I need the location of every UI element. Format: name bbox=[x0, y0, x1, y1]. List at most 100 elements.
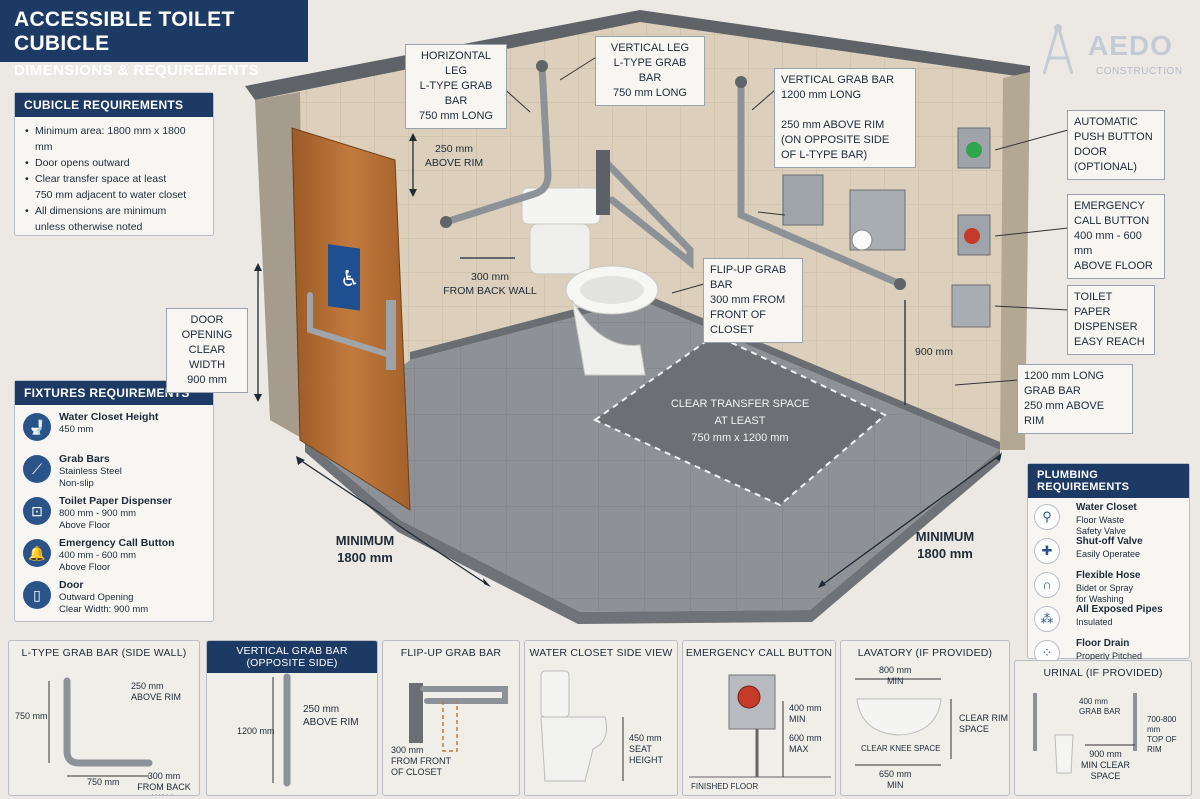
text-line: CLEAR RIM bbox=[959, 713, 1009, 723]
text-line: 250 mm ABOVE RIM bbox=[1024, 400, 1105, 427]
text-line: L-TYPE GRAB BAR bbox=[419, 80, 493, 107]
text-line: ABOVE RIM bbox=[424, 157, 484, 169]
urinal-drawing bbox=[1033, 693, 1137, 774]
text-line: MINIMUM bbox=[915, 529, 975, 544]
text-line: 250 mm bbox=[435, 143, 473, 155]
text-line: 300 mm FROM bbox=[710, 294, 786, 306]
text-line: TOILET PAPER bbox=[1074, 291, 1113, 318]
text-line: EASY REACH bbox=[1074, 336, 1145, 348]
title-line-1: ACCESSIBLE TOILET CUBICLE bbox=[14, 8, 235, 55]
text-line: SEAT HEIGHT bbox=[629, 744, 664, 765]
text-line: 800 mm bbox=[879, 665, 912, 675]
item-name: Shut-off Valve bbox=[1076, 536, 1143, 547]
dim-1200: 1200 mm bbox=[237, 726, 275, 736]
text-line: GRAB BAR bbox=[1024, 385, 1081, 397]
item-name: Toilet Paper Dispenser bbox=[59, 495, 173, 507]
dim-minimum-right: MINIMUM 1800 mm bbox=[910, 528, 980, 562]
item-d1: 450 mm bbox=[59, 424, 94, 435]
compass-logo-icon bbox=[1042, 24, 1074, 75]
text-line: MIN CLEAR bbox=[1081, 760, 1131, 770]
text-line: FROM BACK WALL bbox=[443, 285, 537, 297]
item-d2: Non-slip bbox=[59, 478, 94, 489]
text-line: FROM BACK WALL bbox=[137, 782, 191, 795]
text-line: PUSH BUTTON bbox=[1074, 131, 1153, 143]
item-d1: Stainless Steel bbox=[59, 466, 122, 477]
detail-heading: FLIP-UP GRAB BAR bbox=[400, 647, 502, 659]
detail-heading: VERTICAL GRAB BAR (OPPOSITE SIDE) bbox=[207, 641, 377, 673]
item-d1: Floor Waste bbox=[1076, 515, 1125, 525]
text-line: ABOVE FLOOR bbox=[1074, 260, 1153, 272]
hose-icon: ∩ bbox=[1034, 572, 1060, 598]
text-line: CLEAR WIDTH bbox=[188, 344, 226, 371]
text-line: SPACE bbox=[1090, 771, 1121, 781]
text-line: 1800 mm bbox=[917, 546, 973, 561]
paper-dispenser-icon: ⊡ bbox=[23, 497, 51, 525]
item-name: Water Closet Height bbox=[59, 411, 159, 423]
item-name: Water Closet bbox=[1076, 502, 1137, 513]
toilet-icon: 🚽 bbox=[23, 413, 51, 441]
dim-750-h: 750 mm bbox=[15, 711, 48, 721]
item-d1: Outward Opening bbox=[59, 592, 134, 603]
item-d2: for Washing bbox=[1076, 594, 1124, 604]
cubicle-requirement-item: 750 mm adjacent to water closet bbox=[35, 189, 187, 201]
text-line: VERTICAL LEG bbox=[610, 42, 690, 54]
text-line: 300 mm bbox=[471, 271, 509, 283]
finished-floor: FINISHED FLOOR bbox=[691, 782, 759, 791]
title-line-2: DIMENSIONS & REQUIREMENTS bbox=[14, 62, 260, 79]
text-line: OF CLOSET bbox=[391, 767, 443, 777]
text-line: 1200 mm LONG bbox=[1024, 370, 1105, 382]
item-d1: 400 mm - 600 mm bbox=[59, 550, 137, 561]
item-name: Grab Bars bbox=[59, 453, 110, 465]
text-line: EMERGENCY bbox=[1074, 200, 1145, 212]
text-line: 450 mm bbox=[629, 733, 662, 743]
company-logo: AEDO CONSTRUCTION bbox=[1030, 20, 1190, 84]
cubicle-requirement-item: All dimensions are minimum bbox=[25, 203, 203, 219]
detail-heading: WATER CLOSET SIDE VIEW bbox=[529, 647, 673, 659]
text-line: SPACE bbox=[959, 724, 989, 734]
text-line: 250 mm ABOVE RIM bbox=[781, 119, 885, 131]
cubicle-illustration: ♿ bbox=[245, 10, 1069, 624]
text-line: 250 mm bbox=[303, 704, 340, 715]
text-line: 400 mm bbox=[789, 703, 822, 713]
text-line: ABOVE RIM bbox=[131, 692, 182, 702]
text-line: 400 mm bbox=[1079, 697, 1108, 706]
valve-icon: ✚ bbox=[1034, 538, 1060, 564]
text-line: CALL BUTTON bbox=[1074, 215, 1150, 227]
cubicle-requirement-item: Minimum area: 1800 mm x 1800 mm bbox=[25, 123, 203, 155]
text-line: 700-800 mm bbox=[1147, 715, 1177, 734]
lavatory-drawing bbox=[855, 678, 952, 766]
note-900mm: 900 mm bbox=[915, 346, 953, 358]
dim-clear-knee: CLEAR KNEE SPACE bbox=[861, 744, 941, 753]
bell-icon: 🔔 bbox=[23, 539, 51, 567]
text-line: 400 mm - 600 mm bbox=[1074, 230, 1142, 257]
detail-vertical-grab-bar: VERTICAL GRAB BAR (OPPOSITE SIDE) 1200 m… bbox=[206, 640, 378, 796]
item-d2: Clear Width: 900 mm bbox=[59, 604, 149, 615]
text-line: 1800 mm bbox=[337, 550, 393, 565]
title-banner: ACCESSIBLE TOILET CUBICLE DIMENSIONS & R… bbox=[0, 0, 308, 79]
